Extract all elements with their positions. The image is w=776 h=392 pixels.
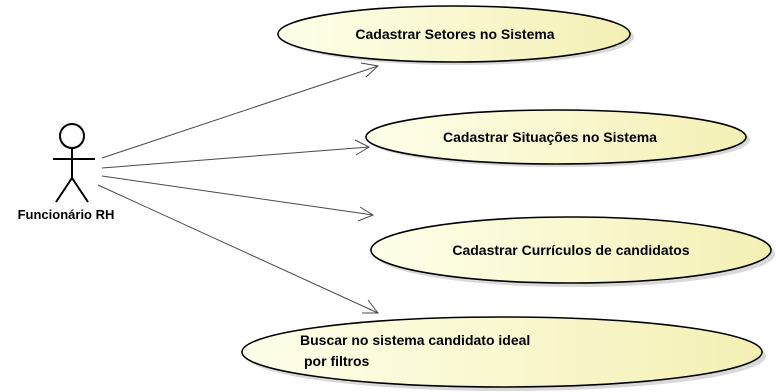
- use-case-buscar-candidato: Buscar no sistema candidato ideal por fi…: [241, 316, 766, 391]
- use-case-label: Cadastrar Setores no Sistema: [355, 26, 554, 42]
- actor-funcionario-rh: Funcionário RH: [18, 123, 115, 222]
- use-case-label-line-1: Buscar no sistema candidato ideal: [300, 332, 530, 348]
- use-case-label: Cadastrar Situações no Sistema: [443, 129, 657, 145]
- stick-figure-icon: [53, 123, 95, 203]
- use-case-cadastrar-setores: Cadastrar Setores no Sistema: [277, 5, 634, 65]
- association-1: [101, 62, 380, 159]
- association-4: [97, 184, 380, 314]
- use-case-label-line-2: por filtros: [304, 353, 370, 369]
- use-case-label: Cadastrar Currículos de candidatos: [452, 242, 690, 258]
- association-2: [101, 139, 371, 169]
- use-case-cadastrar-situacoes: Cadastrar Situações no Sistema: [365, 109, 750, 167]
- association-3: [101, 175, 375, 222]
- use-case-cadastrar-curriculos: Cadastrar Currículos de candidatos: [370, 216, 775, 287]
- actor-label: Funcionário RH: [18, 207, 115, 222]
